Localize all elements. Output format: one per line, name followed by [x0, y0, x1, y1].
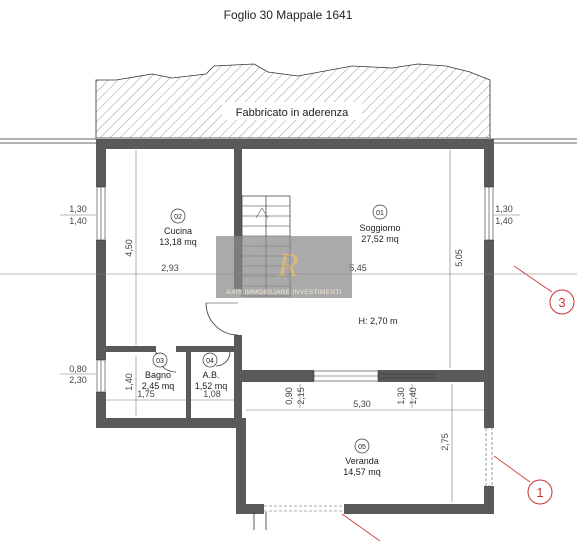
room-02: 02 Cucina 13,18 mq	[159, 208, 197, 247]
room-area: 13,18 mq	[159, 237, 197, 247]
dim-opening-a-top: 0,90	[284, 387, 294, 405]
dim-bath-width: 1,75	[137, 389, 155, 399]
section-marker-label: 3	[558, 295, 565, 310]
dim-opening-a-bottom: 2,15	[296, 387, 306, 405]
dim-veranda-width: 5,30	[353, 399, 371, 409]
adjacent-building	[95, 63, 491, 139]
windows	[96, 186, 494, 512]
watermark-logo-icon: R	[277, 247, 299, 284]
adjacent-label-bg	[222, 102, 362, 120]
dim-right-window-top: 1,30	[495, 204, 513, 214]
dim-veranda-height: 2,75	[440, 433, 450, 451]
room-number: 01	[376, 210, 384, 217]
room-area: 14,57 mq	[343, 467, 381, 477]
adjacent-building-label: Fabbricato in aderenza	[236, 107, 349, 119]
dim-left-window-top: 1,30	[69, 204, 87, 214]
room-name: Bagno	[145, 370, 171, 380]
watermark-text: AXIS IMMOBILIARE INVESTIMENTI	[226, 289, 341, 296]
room-03: 03 Bagno 2,45 mq	[142, 352, 175, 391]
room-name: A.B.	[202, 370, 219, 380]
page-title: Foglio 30 Mappale 1641	[224, 8, 353, 22]
dim-kitchen-height: 4,50	[124, 239, 134, 257]
room-05: 05 Veranda 14,57 mq	[343, 438, 381, 477]
height-note: H: 2,70 m	[358, 316, 397, 326]
dim-ab-width: 1,08	[203, 389, 221, 399]
section-marker-label: 1	[536, 485, 543, 500]
section-marker-3: 3	[513, 265, 575, 315]
room-area: 1,52 mq	[195, 381, 228, 391]
room-number: 02	[174, 214, 182, 221]
room-number: 04	[206, 358, 214, 365]
dim-left-door-bottom: 2,30	[69, 375, 87, 385]
boundary-lines	[0, 138, 577, 144]
room-area: 2,45 mq	[142, 381, 175, 391]
room-01: 01 Soggiorno 27,52 mq	[359, 204, 401, 244]
room-number: 03	[156, 358, 164, 365]
dim-opening-b-bottom: 1,40	[408, 387, 418, 405]
watermark: R AXIS IMMOBILIARE INVESTIMENTI	[216, 236, 352, 298]
dim-left-window-bottom: 1,40	[69, 216, 87, 226]
dim-living-height: 5,05	[454, 249, 464, 267]
room-number: 05	[358, 444, 366, 451]
walls	[96, 139, 494, 514]
dim-living-width: 5,45	[349, 263, 367, 273]
dim-left-door-top: 0,80	[69, 364, 87, 374]
room-name: Veranda	[345, 456, 379, 466]
dim-right-window-bottom: 1,40	[495, 216, 513, 226]
section-marker-1: 1	[341, 455, 553, 541]
dim-kitchen-width: 2,93	[161, 263, 179, 273]
room-04: 04 A.B. 1,52 mq	[195, 352, 228, 391]
dim-opening-b-top: 1,30	[396, 387, 406, 405]
doors	[155, 302, 267, 530]
room-name: Soggiorno	[359, 223, 400, 233]
room-area: 27,52 mq	[361, 234, 399, 244]
dim-bath-height: 1,40	[124, 373, 134, 391]
room-name: Cucina	[164, 226, 192, 236]
